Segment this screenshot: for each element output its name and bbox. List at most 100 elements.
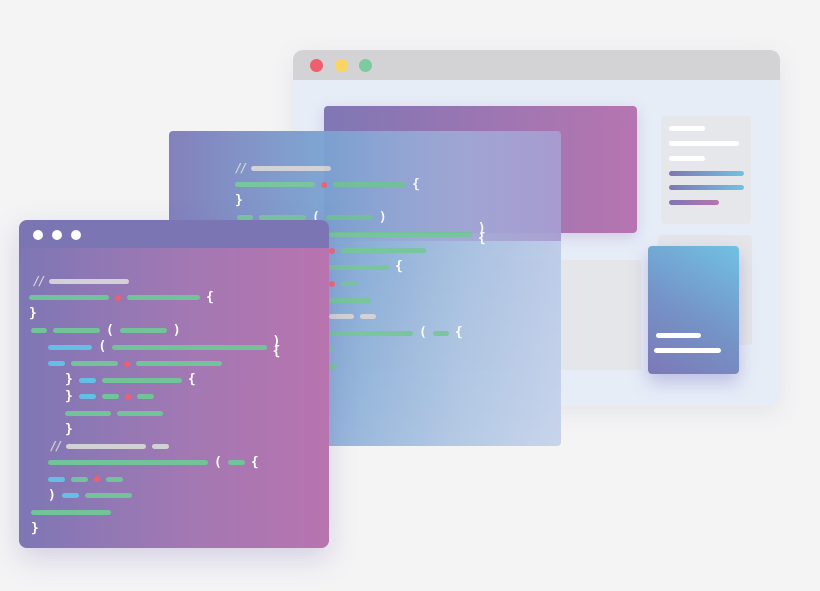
side-card xyxy=(661,116,751,224)
code-token xyxy=(235,182,315,187)
code-token xyxy=(49,278,130,284)
blue-card xyxy=(648,246,739,374)
front-code-editor: //{}()(){}{}}//({)} xyxy=(19,220,329,548)
code-line: } xyxy=(235,193,243,208)
code-punctuation: } xyxy=(65,421,73,437)
minimize-dot-icon[interactable] xyxy=(335,59,348,72)
code-token xyxy=(341,248,426,253)
code-line: ) xyxy=(48,489,132,502)
code-token xyxy=(259,215,306,220)
code-punctuation: ( xyxy=(419,325,427,340)
side-card-line xyxy=(669,141,739,146)
code-token xyxy=(329,347,334,352)
code-line: { xyxy=(329,259,403,274)
operator-dot-icon xyxy=(94,476,100,482)
code-line xyxy=(48,359,222,369)
operator-dot-icon xyxy=(124,360,130,367)
code-token xyxy=(237,215,253,220)
code-line: { xyxy=(29,291,214,304)
code-token xyxy=(117,410,163,416)
code-token xyxy=(48,344,93,350)
comment-marker: // xyxy=(235,161,248,175)
code-punctuation: ) xyxy=(172,322,181,338)
code-punctuation: ){ xyxy=(477,221,486,246)
code-token xyxy=(65,410,111,416)
side-card-line xyxy=(669,156,705,161)
code-line xyxy=(329,295,371,305)
code-line xyxy=(65,408,163,418)
code-line: } xyxy=(29,306,37,321)
operator-dot-icon xyxy=(124,393,131,400)
code-token xyxy=(119,328,167,333)
code-line: // xyxy=(50,439,170,453)
maximize-dot-icon[interactable] xyxy=(359,59,372,72)
code-punctuation: { xyxy=(454,325,463,340)
code-token xyxy=(31,509,111,515)
code-token xyxy=(152,443,170,449)
code-token xyxy=(136,361,222,366)
operator-dot-icon xyxy=(115,294,121,301)
browser-titlebar xyxy=(293,50,780,80)
window-dot-icon[interactable] xyxy=(71,230,81,240)
code-line: ( ){ xyxy=(48,335,288,358)
code-punctuation: { xyxy=(187,372,196,387)
code-token xyxy=(360,314,376,319)
side-card-line xyxy=(669,126,705,131)
code-token xyxy=(127,295,200,300)
code-line xyxy=(329,312,376,322)
code-token xyxy=(84,493,132,498)
code-token xyxy=(48,476,65,482)
code-token xyxy=(112,344,267,350)
code-token xyxy=(53,328,100,333)
code-line: ){ xyxy=(329,222,493,245)
code-line: } xyxy=(65,421,73,437)
code-line xyxy=(31,507,111,517)
comment-marker: // xyxy=(33,274,46,288)
window-dot-icon[interactable] xyxy=(33,230,43,240)
window-dot-icon[interactable] xyxy=(52,230,62,240)
code-token xyxy=(101,377,182,383)
code-token xyxy=(329,264,389,270)
code-punctuation: ( xyxy=(98,339,107,354)
code-token xyxy=(66,443,147,449)
code-punctuation: { xyxy=(395,259,403,274)
comment-marker: // xyxy=(50,439,63,453)
code-punctuation: } xyxy=(31,520,39,536)
code-line: // xyxy=(33,274,130,288)
code-punctuation: ( xyxy=(106,322,114,338)
code-line xyxy=(329,279,357,289)
code-token xyxy=(78,394,96,399)
code-punctuation: } xyxy=(235,193,243,208)
code-token xyxy=(78,377,96,383)
side-card-accent-line xyxy=(669,185,744,190)
code-token xyxy=(329,297,371,303)
operator-dot-icon xyxy=(329,247,335,254)
code-token xyxy=(48,361,65,366)
code-line xyxy=(329,345,334,355)
code-line: // xyxy=(235,161,332,175)
code-punctuation: } xyxy=(29,306,37,321)
code-token xyxy=(329,231,472,237)
code-line xyxy=(329,361,337,371)
code-line: { xyxy=(235,178,420,191)
operator-dot-icon xyxy=(321,181,327,188)
blue-card-line xyxy=(654,348,721,353)
code-token xyxy=(136,394,154,399)
code-token xyxy=(31,328,47,333)
code-token xyxy=(106,476,123,482)
code-token xyxy=(325,215,373,220)
code-line: } xyxy=(31,520,39,536)
close-dot-icon[interactable] xyxy=(310,59,323,72)
code-token xyxy=(329,363,337,369)
code-line: ({ xyxy=(329,325,463,340)
code-line: () xyxy=(237,209,387,225)
code-punctuation: } xyxy=(65,388,73,404)
code-token xyxy=(251,165,332,171)
code-token xyxy=(29,295,109,300)
code-token xyxy=(71,361,118,366)
code-token xyxy=(101,394,119,399)
code-punctuation: ( xyxy=(312,209,320,225)
side-card-accent-line xyxy=(669,200,719,205)
code-line xyxy=(48,474,123,484)
code-punctuation: ){ xyxy=(272,334,281,359)
